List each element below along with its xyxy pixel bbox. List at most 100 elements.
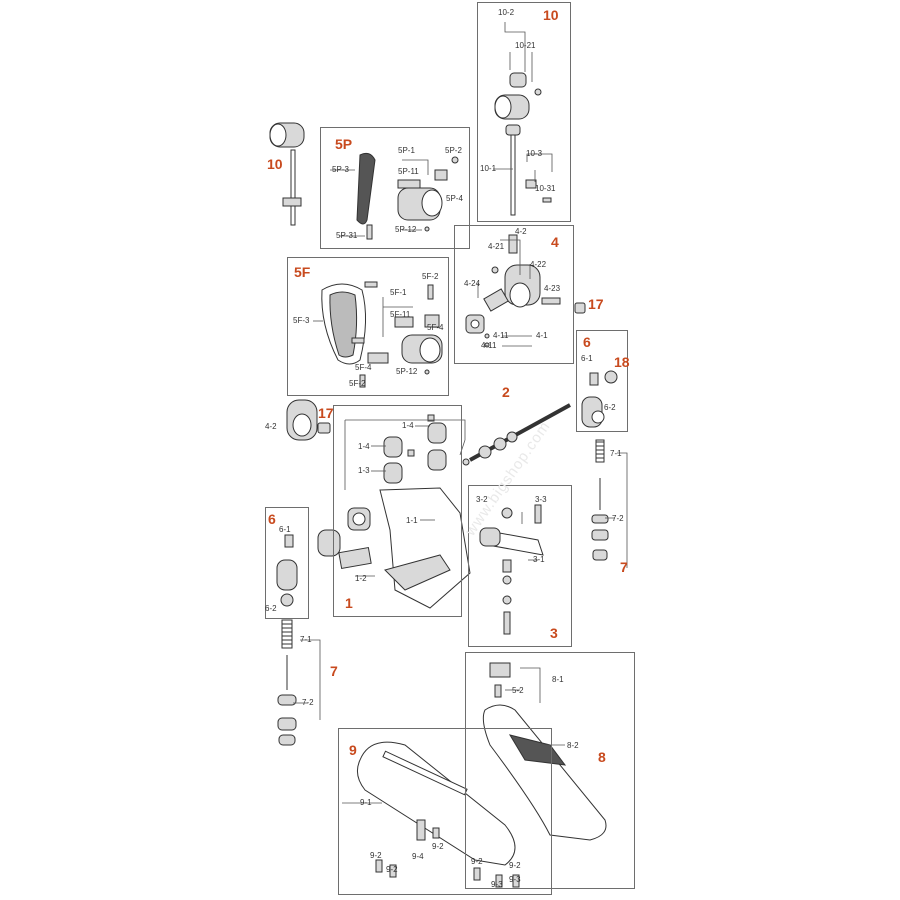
part-7-left [277, 619, 297, 746]
label-5f-3: 5F-3 [293, 316, 310, 325]
label-5f-4-a: 5F-4 [427, 323, 444, 332]
part-18-cap [604, 370, 618, 384]
section-5f-box [287, 257, 449, 396]
label-9-2-d: 9-2 [471, 857, 483, 866]
section-10-box [477, 2, 571, 222]
section-number-7-right: 7 [620, 559, 628, 575]
part-1-frame [317, 414, 471, 609]
label-10-3: 10-3 [526, 149, 543, 158]
part-10-assembly-left [269, 122, 305, 226]
label-4-1: 4-1 [536, 331, 548, 340]
part-5f-cam [359, 284, 443, 388]
section-number-3: 3 [550, 625, 558, 641]
part-5p-cam [397, 156, 459, 232]
label-5f-1: 5F-1 [390, 288, 407, 297]
section-9-box [338, 728, 552, 895]
section-4-box [454, 225, 574, 364]
section-number-5f: 5F [294, 264, 311, 280]
label-5f-2: 5F-2 [422, 272, 439, 281]
section-6-left-box [265, 507, 309, 619]
label-1-4-b: 1-4 [358, 442, 370, 451]
section-number-18: 18 [614, 354, 630, 370]
part-6-right [581, 372, 605, 428]
part-5f-strap [321, 281, 378, 365]
label-5p-1: 5P-1 [398, 146, 415, 155]
section-number-4: 4 [551, 234, 559, 250]
part-10-clamp-top [494, 72, 542, 120]
label-4-11-a: 4-11 [493, 331, 509, 340]
label-9-2-a: 9-2 [370, 851, 382, 860]
label-9-3-b: 9-3 [509, 875, 521, 884]
label-6-2-right: 6-2 [604, 403, 616, 412]
section-number-2: 2 [502, 384, 510, 400]
section-number-1: 1 [345, 595, 353, 611]
part-3-cam-arm [479, 504, 544, 635]
label-9-2-b: 9-2 [386, 865, 398, 874]
part-17-spring-top [574, 302, 586, 314]
label-5f-11: 5F-11 [390, 310, 411, 319]
part-5p-strap [356, 152, 376, 240]
section-number-6-left: 6 [268, 511, 276, 527]
section-6-right-box [576, 330, 628, 432]
label-9-1: 9-1 [360, 798, 372, 807]
label-4-24: 4-24 [464, 279, 481, 288]
part-10-rod [505, 124, 552, 216]
part-4-2-clamp [286, 399, 318, 441]
label-5p-3: 5P-3 [332, 165, 349, 174]
label-5p-12-b: 5P-12 [396, 367, 418, 376]
label-5p-12: 5P-12 [395, 225, 417, 234]
label-10-21: 10-21 [515, 41, 536, 50]
section-number-9: 9 [349, 742, 357, 758]
label-10-31: 10-31 [535, 184, 556, 193]
label-7-2-right: 7-2 [612, 514, 624, 523]
section-number-17-left: 17 [318, 405, 334, 421]
label-3-2: 3-2 [476, 495, 488, 504]
section-5p-box [320, 127, 470, 249]
part-6-left [276, 534, 298, 607]
section-number-10-left: 10 [267, 156, 283, 172]
section-number-10: 10 [543, 7, 559, 23]
label-1-1: 1-1 [406, 516, 418, 525]
label-7-1-right: 7-1 [610, 449, 622, 458]
section-number-7-left: 7 [330, 663, 338, 679]
section-number-6-right: 6 [583, 334, 591, 350]
label-3-1: 3-1 [533, 555, 545, 564]
label-5p-11: 5P-11 [398, 167, 419, 176]
part-2-axle [462, 403, 571, 466]
section-number-5p: 5P [335, 136, 353, 152]
label-4-11-b: 4-11 [481, 341, 497, 350]
section-3-box [468, 485, 572, 647]
label-8-2: 8-2 [567, 741, 579, 750]
label-5-2: 5-2 [512, 686, 524, 695]
part-7-right [591, 439, 609, 561]
label-6-1-left: 6-1 [279, 525, 291, 534]
label-9-4: 9-4 [412, 852, 424, 861]
label-1-4-a: 1-4 [402, 421, 414, 430]
label-5f-4-b: 5F-4 [355, 363, 372, 372]
label-9-2-c: 9-2 [432, 842, 444, 851]
label-3-3: 3-3 [535, 495, 547, 504]
label-5f-2-b: 5F-2 [349, 379, 366, 388]
label-9-2-e: 9-2 [509, 861, 521, 870]
label-1-3: 1-3 [358, 466, 370, 475]
label-10-1: 10-1 [480, 164, 497, 173]
section-number-17: 17 [588, 296, 604, 312]
part-9-baseplate [356, 741, 520, 888]
label-8-1: 8-1 [552, 675, 564, 684]
label-4-2: 4-2 [515, 227, 527, 236]
label-5p-2: 5P-2 [445, 146, 462, 155]
part-17-spring-left [317, 422, 331, 434]
label-7-2-left: 7-2 [302, 698, 314, 707]
label-6-2-left: 6-2 [265, 604, 277, 613]
part-4-clamp [465, 234, 561, 348]
label-4-2-left: 4-2 [265, 422, 277, 431]
label-6-1-right: 6-1 [581, 354, 593, 363]
label-9-3-a: 9-3 [491, 880, 503, 889]
label-4-22: 4-22 [530, 260, 547, 269]
label-10-2: 10-2 [498, 8, 515, 17]
label-7-1-left: 7-1 [300, 635, 312, 644]
label-5p-31: 5P-31 [336, 231, 358, 240]
section-1-box [333, 405, 462, 617]
